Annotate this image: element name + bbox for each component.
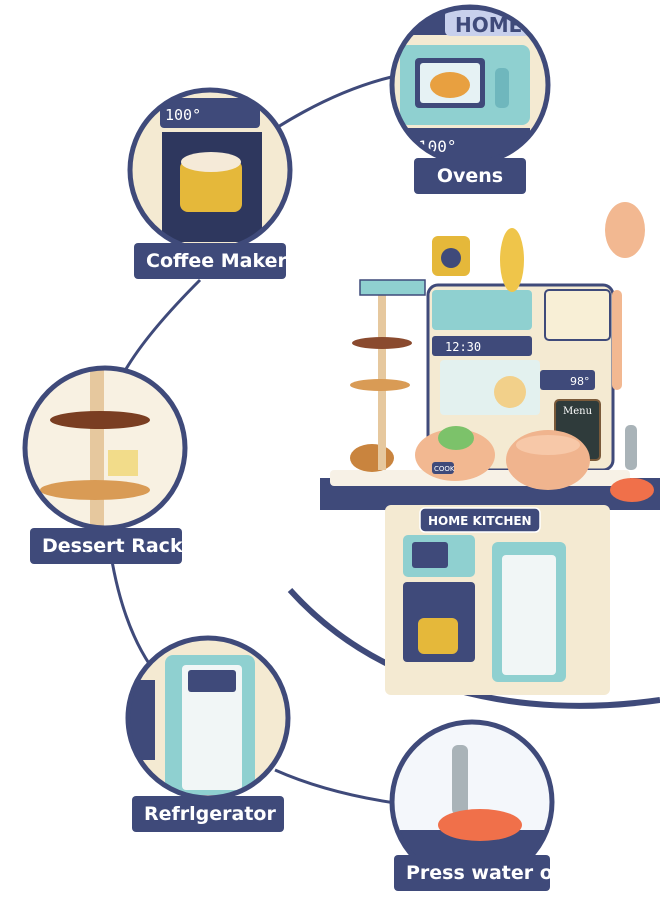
press-water-out-label: Press water out xyxy=(394,855,575,891)
cook-button xyxy=(432,462,454,474)
latte-art xyxy=(181,152,241,172)
oven-small-window xyxy=(412,542,448,568)
breads xyxy=(40,480,150,500)
dessert-tier-2 xyxy=(350,379,410,391)
clock-panel xyxy=(432,336,532,356)
cabbage xyxy=(438,426,474,450)
kitchen-toy: 12:30 98° Menu COOK HOME KITCHEN xyxy=(320,202,660,695)
chocolates xyxy=(50,411,150,429)
coffee-cup xyxy=(180,160,242,212)
coffee-cup-small xyxy=(418,618,458,654)
brand-panel xyxy=(419,507,541,533)
menu-label: Menu xyxy=(563,406,593,417)
cheese xyxy=(108,450,138,476)
clock-display: 12:30 xyxy=(445,340,481,354)
sink-tap xyxy=(452,745,468,815)
dessert-tier-1 xyxy=(352,337,412,349)
sink-fruit xyxy=(610,478,654,502)
coffee-display: 100° xyxy=(165,106,201,124)
dessert-rack-label: Dessert Rack xyxy=(30,528,183,564)
yellow-plate xyxy=(500,228,524,292)
coffee-maker-label: Coffee Maker xyxy=(134,243,287,279)
clock-face xyxy=(441,248,461,268)
sink-fruits xyxy=(438,809,522,841)
awning xyxy=(359,279,426,296)
spatula-handle xyxy=(612,290,622,390)
brand-panel-text: HOME KITCHEN xyxy=(428,514,532,528)
ovens-label: Ovens xyxy=(414,158,526,194)
sink-faucet xyxy=(625,425,637,470)
ovens-circle: HOME 100° xyxy=(389,4,551,166)
bowl xyxy=(494,376,526,408)
pot-lid xyxy=(516,435,580,455)
refrigerator-label: Refrlgerator xyxy=(132,796,284,832)
temp-display: 98° xyxy=(570,375,590,388)
coffee-maker-circle: 100° xyxy=(127,87,293,253)
connector-arc xyxy=(103,73,411,807)
refrigerator-circle xyxy=(125,635,291,801)
temp-panel xyxy=(540,370,595,390)
fridge-door-inner xyxy=(502,555,556,675)
burger xyxy=(350,444,394,472)
shelf-top xyxy=(432,290,532,330)
upper-box xyxy=(544,289,611,341)
roast-chicken xyxy=(430,72,470,98)
spatula-top xyxy=(605,202,645,258)
cook-label: COOK xyxy=(434,465,455,473)
dessert-rack-circle xyxy=(22,365,188,531)
